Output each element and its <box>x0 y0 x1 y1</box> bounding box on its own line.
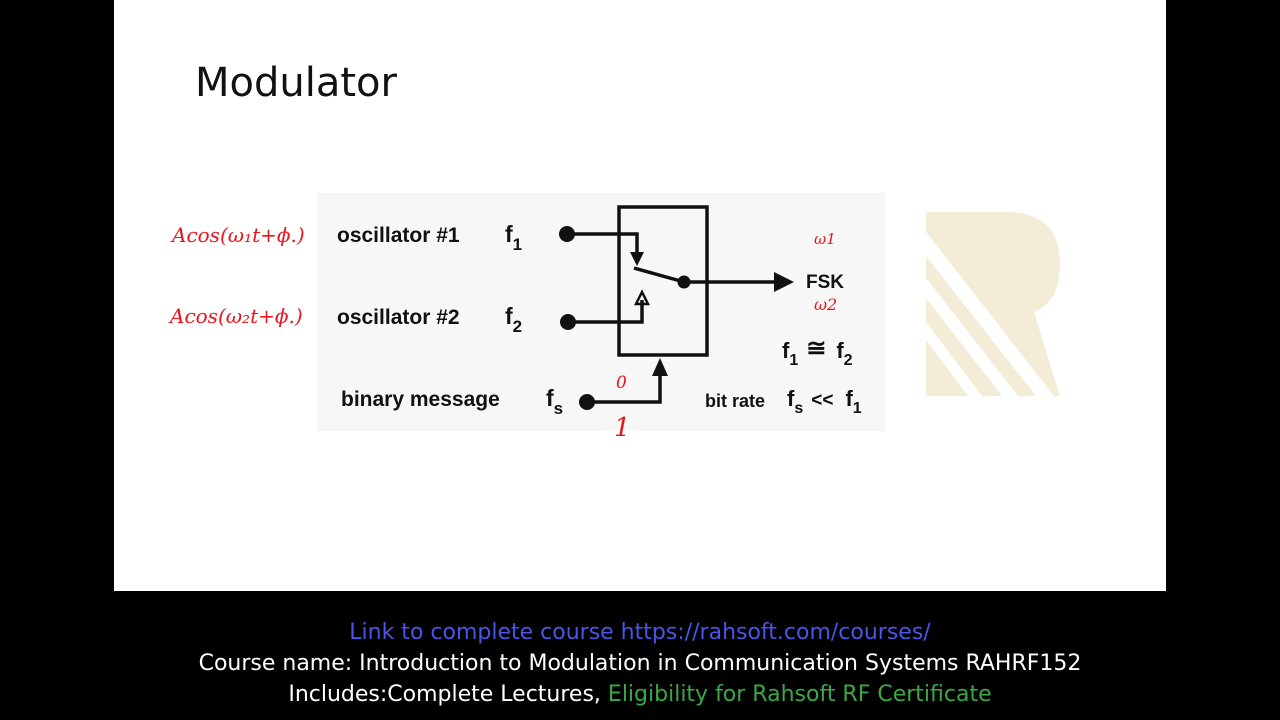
omega1-annotation: ω1 <box>814 230 836 248</box>
includes-prefix: Includes:Complete Lectures, <box>288 682 608 707</box>
switch-blade <box>633 266 685 284</box>
bit-one-annotation: 1 <box>614 413 631 443</box>
binary-label: binary message <box>341 388 500 411</box>
includes-caption: Includes:Complete Lectures, Eligibility … <box>0 682 1280 707</box>
output-label: FSK <box>806 272 844 293</box>
wire-binary <box>587 372 662 404</box>
oscillator1-label: oscillator #1 <box>337 224 460 247</box>
slide: Modulator oscillator #1 f1 oscillator #2… <box>114 0 1166 591</box>
wire-osc1-arrow <box>630 252 644 266</box>
wire-output-arrow <box>774 272 794 292</box>
frequency-relation: f1≅f2 <box>782 335 853 369</box>
binary-freq: fs <box>546 385 563 418</box>
bit-zero-annotation: 0 <box>616 373 627 393</box>
slide-title: Modulator <box>195 60 397 106</box>
oscillator2-label: oscillator #2 <box>337 306 460 329</box>
wire-binary-arrow <box>652 358 668 376</box>
osc2-expression: Acos(ω₂t+ϕ.) <box>168 304 303 328</box>
course-name-caption: Course name: Introduction to Modulation … <box>198 651 1082 676</box>
certificate-highlight: Eligibility for Rahsoft RF Certificate <box>607 682 992 707</box>
wire-osc2-arrow <box>633 289 651 306</box>
rahsoft-watermark-logo <box>926 212 1060 396</box>
bitrate-label: bit rate <box>705 391 765 411</box>
course-link-text[interactable]: Link to complete course https://rahsoft.… <box>349 620 931 645</box>
bitrate-relation: fs<<f1 <box>787 386 862 417</box>
wire-osc2 <box>568 300 644 324</box>
fsk-modulator-diagram: oscillator #1 f1 oscillator #2 f2 binary… <box>168 193 885 443</box>
oscillator2-freq: f2 <box>505 303 522 336</box>
oscillator1-freq: f1 <box>505 221 522 254</box>
osc1-expression: Acos(ω₁t+ϕ.) <box>170 223 305 247</box>
wire-osc1 <box>567 232 639 255</box>
omega2-annotation: ω2 <box>814 295 837 314</box>
course-link-caption[interactable]: Link to complete course https://rahsoft.… <box>0 620 1280 645</box>
